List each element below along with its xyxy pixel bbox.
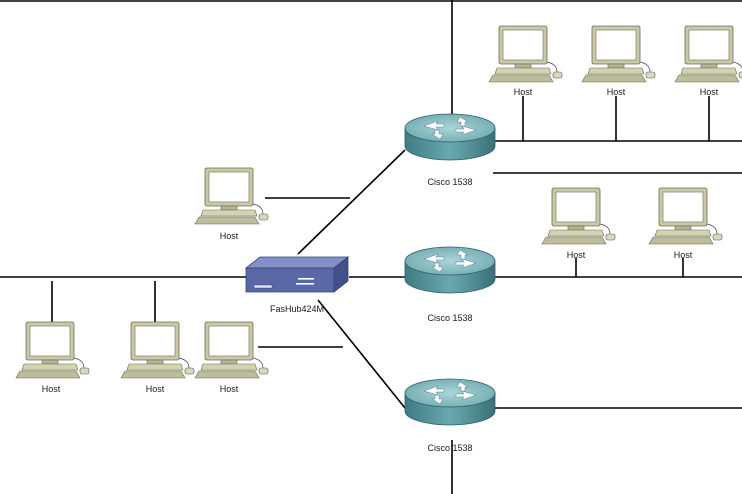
host-label: Host xyxy=(566,250,586,260)
host-label: Host xyxy=(145,384,165,394)
host-bottom-1[interactable] xyxy=(15,321,90,379)
host-mid-right-1[interactable] xyxy=(541,187,616,245)
router-label: Cisco 1538 xyxy=(427,177,473,187)
host-bottom-2[interactable] xyxy=(120,321,195,379)
router-middle[interactable] xyxy=(404,246,496,294)
host-mid-left[interactable] xyxy=(194,167,269,225)
hub-label: FasHub424M xyxy=(269,304,325,314)
router-top[interactable] xyxy=(404,113,496,161)
host-top-1[interactable] xyxy=(488,25,563,83)
router-label: Cisco 1538 xyxy=(427,443,473,453)
host-label: Host xyxy=(513,87,533,97)
host-label: Host xyxy=(41,384,61,394)
router-bottom[interactable] xyxy=(404,378,496,426)
host-top-3[interactable] xyxy=(674,25,742,83)
host-label: Host xyxy=(219,231,239,241)
host-label: Host xyxy=(673,250,693,260)
host-label: Host xyxy=(606,87,626,97)
host-bottom-3[interactable] xyxy=(194,321,269,379)
host-label: Host xyxy=(699,87,719,97)
host-top-2[interactable] xyxy=(581,25,656,83)
host-mid-right-2[interactable] xyxy=(648,187,723,245)
router-label: Cisco 1538 xyxy=(427,313,473,323)
hub-fashub424m[interactable] xyxy=(245,256,349,293)
host-label: Host xyxy=(219,384,239,394)
